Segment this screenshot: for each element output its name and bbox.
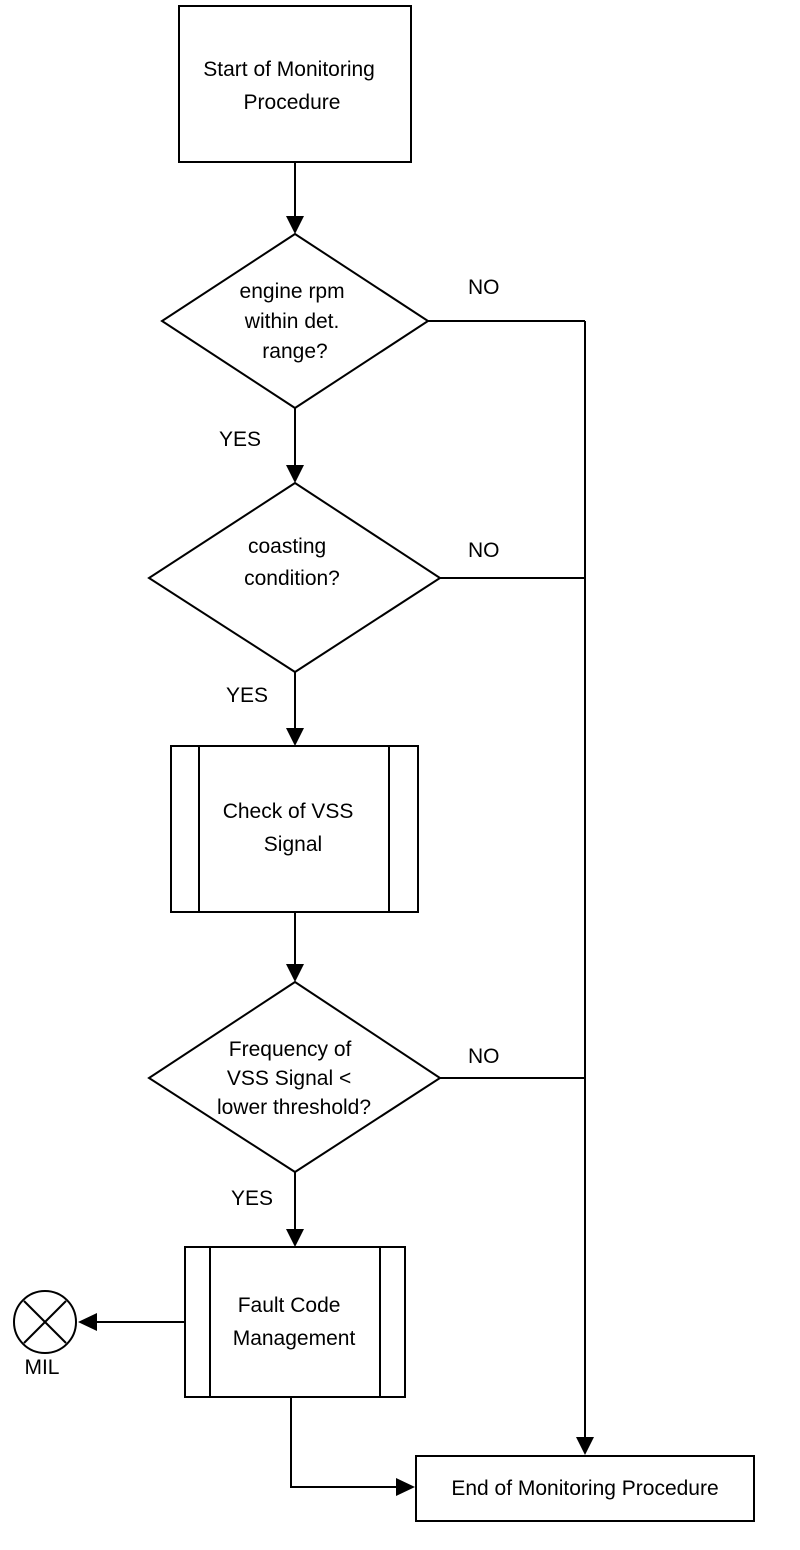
vss-text: Check of VSS Signal [223, 800, 360, 856]
arrowhead-end-top [576, 1437, 594, 1455]
vss-check-node: Check of VSS Signal [170, 745, 419, 913]
mil-label: MIL [24, 1356, 59, 1379]
frequency-line-3: lower threshold? [217, 1096, 371, 1119]
start-node: Start of Monitoring Procedure [178, 5, 412, 163]
start-line-1: Start of Monitoring [203, 58, 375, 81]
arrowhead-vss [286, 728, 304, 746]
frequency-decision-node: Frequency of VSS Signal < lower threshol… [147, 980, 442, 1174]
arrowhead-end-left [396, 1478, 415, 1496]
end-line-1: End of Monitoring Procedure [451, 1477, 718, 1500]
connectors [78, 162, 594, 1496]
coasting-line-1: coasting [248, 535, 326, 558]
rpm-no-label: NO [468, 276, 500, 299]
rpm-decision-node: engine rpm within det. range? [160, 232, 430, 410]
arrowhead-frequency [286, 964, 304, 982]
rpm-text: engine rpm within det. range? [240, 280, 351, 363]
frequency-yes-label: YES [231, 1187, 273, 1210]
fault-line-2: Management [233, 1327, 356, 1350]
lamp-cross-icon [13, 1290, 77, 1354]
rpm-line-1: engine rpm [240, 280, 345, 303]
coasting-decision-node: coasting condition? [147, 481, 442, 674]
arrowhead-mil [78, 1313, 97, 1331]
end-text: End of Monitoring Procedure [451, 1477, 718, 1500]
coasting-line-2: condition? [244, 567, 340, 590]
coasting-no-label: NO [468, 539, 500, 562]
fault-code-node: Fault Code Management [184, 1246, 406, 1398]
frequency-no-label: NO [468, 1045, 500, 1068]
rpm-line-3: range? [262, 340, 327, 363]
edge-labels: NO YES NO YES NO YES [219, 276, 500, 1210]
frequency-line-2: VSS Signal < [227, 1067, 351, 1090]
coasting-text: coasting condition? [244, 535, 340, 590]
arrowhead-rpm [286, 216, 304, 234]
start-line-2: Procedure [244, 91, 341, 114]
mil-node: MIL [13, 1290, 77, 1379]
fault-line-1: Fault Code [238, 1294, 341, 1317]
arrowhead-coasting [286, 465, 304, 483]
rpm-line-2: within det. [244, 310, 340, 333]
end-node: End of Monitoring Procedure [415, 1455, 755, 1522]
coasting-yes-label: YES [226, 684, 268, 707]
connector-fault-to-end [290, 1397, 396, 1488]
fault-text: Fault Code Management [233, 1294, 356, 1350]
start-text: Start of Monitoring Procedure [203, 58, 380, 114]
vss-line-1: Check of VSS [223, 800, 354, 823]
frequency-line-1: Frequency of [229, 1038, 352, 1061]
vss-line-2: Signal [264, 833, 322, 856]
rpm-yes-label: YES [219, 428, 261, 451]
arrowhead-fault [286, 1229, 304, 1247]
frequency-text: Frequency of VSS Signal < lower threshol… [217, 1038, 371, 1119]
